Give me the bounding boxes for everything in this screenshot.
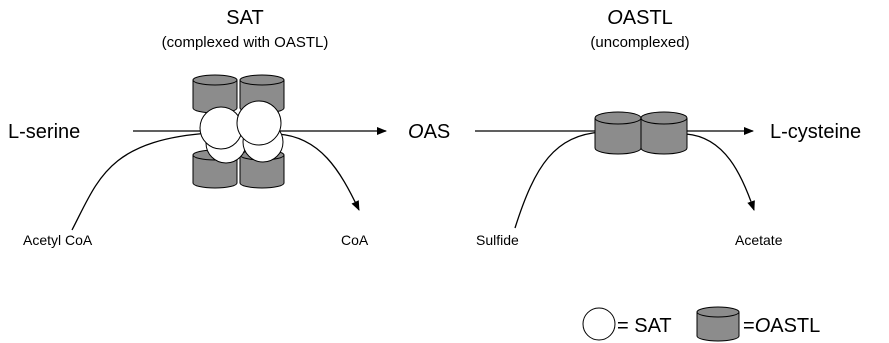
sat-circle [199, 106, 243, 150]
l-cysteine-label: L-cysteine [770, 121, 861, 143]
legend-oastl-cylinder [696, 306, 740, 342]
oastl-cylinder-left [594, 111, 642, 155]
acetyl-coa-label: Acetyl CoA [23, 232, 93, 248]
legend-sat-circle [582, 307, 616, 341]
oastl-title: OASTL [607, 7, 673, 29]
sulfide-label: Sulfide [476, 232, 519, 248]
sulfide-curve [514, 131, 603, 229]
l-serine-label: L-serine [8, 121, 80, 143]
oastl-cylinder-right [640, 111, 688, 155]
sat-title: SAT [226, 7, 263, 29]
acetate-label: Acetate [735, 232, 783, 248]
legend-oastl-text: =OASTL [743, 315, 820, 337]
oastl-cylinder-top-left [192, 74, 238, 114]
acetate-curve-arrow [685, 133, 755, 211]
sat-circle [236, 100, 282, 146]
oas-label: OAS [408, 121, 450, 143]
acetyl-coa-curve [71, 132, 211, 231]
legend: = SAT =OASTL [582, 306, 820, 342]
coa-curve-arrow [277, 133, 360, 211]
legend-sat-text: = SAT [617, 315, 672, 337]
sat-subtitle: (complexed with OASTL) [162, 34, 329, 51]
coa-label: CoA [341, 232, 369, 248]
oastl-uncomplexed [594, 111, 688, 155]
sat-complex [192, 74, 285, 189]
oastl-subtitle: (uncomplexed) [590, 34, 689, 51]
